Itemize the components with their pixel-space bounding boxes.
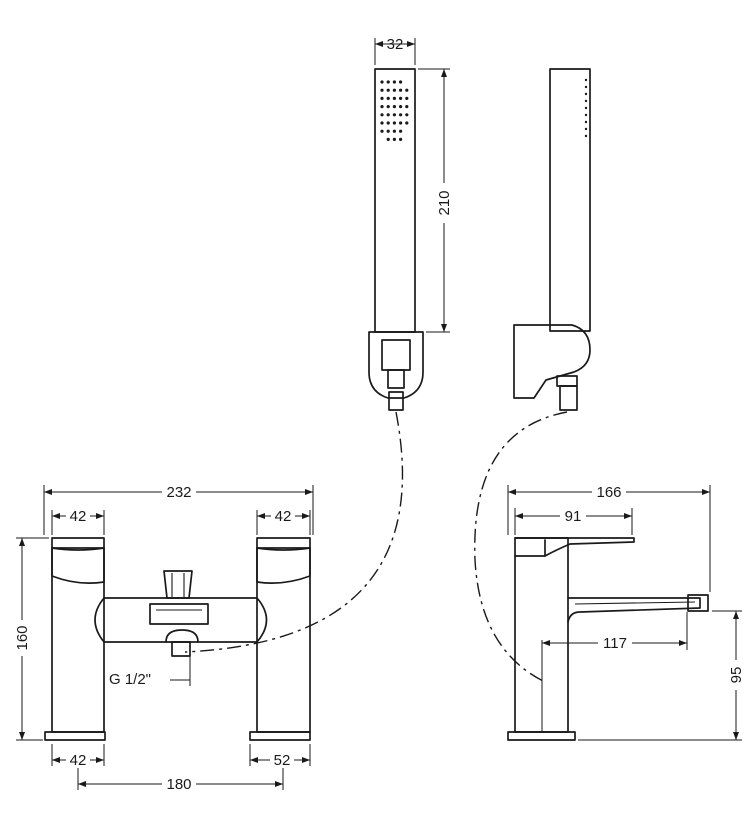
spray-nozzle-dot	[392, 129, 396, 133]
side-nozzle-dot	[584, 92, 588, 96]
spray-nozzle-dot	[386, 80, 390, 84]
dim-right-handle: 42	[275, 508, 292, 525]
side-nozzle-dot	[584, 120, 588, 124]
bracket-insert	[381, 339, 411, 371]
spray-nozzle-dot	[399, 137, 403, 141]
spray-nozzle-dot	[405, 96, 409, 100]
left-handle	[51, 547, 105, 584]
spray-nozzle-dot	[392, 121, 396, 125]
dim-centres: 180	[166, 776, 191, 793]
dim-thread-size: G 1/2"	[109, 671, 151, 688]
spray-nozzle-dot	[399, 113, 403, 117]
spray-nozzle-dot	[405, 105, 409, 109]
side-connector-upper	[556, 375, 578, 387]
hose-side	[474, 411, 568, 683]
side-nozzles	[584, 78, 588, 138]
hose-connector-upper	[387, 369, 405, 389]
spray-nozzle-dot	[392, 113, 396, 117]
spray-nozzle-dot	[405, 121, 409, 125]
side-nozzle-dot	[584, 85, 588, 89]
side-nozzle-dot	[584, 99, 588, 103]
spray-nozzle-dot	[399, 121, 403, 125]
spray-nozzle-dot	[380, 105, 384, 109]
side-nozzle-dot	[584, 106, 588, 110]
dim-spout-height: 95	[728, 667, 745, 684]
hose-connector-lower	[388, 391, 404, 411]
dim-height: 160	[14, 625, 31, 650]
spout-outlet	[149, 603, 209, 625]
side-nozzle-dot	[584, 127, 588, 131]
spray-nozzle-dot	[386, 113, 390, 117]
hose-outlet-cap	[165, 629, 199, 643]
wall-bracket-side	[513, 324, 591, 399]
spray-nozzles	[380, 80, 409, 141]
side-connector-lower	[559, 385, 578, 411]
spray-nozzle-dot	[380, 113, 384, 117]
spray-nozzle-dot	[399, 88, 403, 92]
dim-left-handle: 42	[70, 508, 87, 525]
left-column	[51, 537, 105, 733]
spray-nozzle-dot	[392, 80, 396, 84]
dim-handle-depth: 91	[565, 508, 582, 525]
side-nozzle-dot	[584, 113, 588, 117]
spray-nozzle-dot	[386, 96, 390, 100]
dim-left-base: 42	[70, 752, 87, 769]
side-spout	[567, 597, 701, 623]
handset-front-view: 32 210	[368, 36, 456, 411]
spray-nozzle-dot	[380, 129, 384, 133]
handset-side-body	[549, 68, 591, 332]
mixer-body	[94, 597, 268, 643]
side-lever	[514, 537, 635, 557]
mixer-side-view: 166 91 117 95	[507, 483, 746, 741]
handset-body	[374, 68, 416, 333]
spray-nozzle-dot	[392, 105, 396, 109]
spray-nozzle-dot	[386, 137, 390, 141]
dim-side-depth: 166	[596, 484, 621, 501]
right-base	[249, 731, 311, 741]
spray-nozzle-dot	[380, 88, 384, 92]
right-column	[256, 537, 311, 733]
spray-nozzle-dot	[386, 121, 390, 125]
dim-right-base: 52	[274, 752, 291, 769]
handset-side-view	[513, 68, 591, 411]
spray-nozzle-dot	[405, 88, 409, 92]
side-base	[507, 731, 576, 741]
spray-nozzle-dot	[392, 88, 396, 92]
spray-nozzle-dot	[399, 105, 403, 109]
spray-nozzle-dot	[380, 80, 384, 84]
spray-nozzle-dot	[380, 121, 384, 125]
diverter-knob	[163, 570, 193, 599]
spray-nozzle-dot	[386, 105, 390, 109]
hose-outlet	[171, 641, 191, 657]
spray-nozzle-dot	[386, 88, 390, 92]
right-handle	[256, 547, 311, 584]
side-nozzle-dot	[584, 134, 588, 138]
spout-tip	[687, 594, 709, 612]
spray-nozzle-dot	[386, 129, 390, 133]
wall-bracket-front	[368, 331, 424, 399]
dim-handset-width: 32	[387, 36, 404, 53]
spray-nozzle-dot	[399, 96, 403, 100]
mixer-front-view: G 1/2" 232 42 42 160	[12, 483, 314, 793]
dim-spout-reach: 117	[603, 635, 627, 652]
spray-nozzle-dot	[392, 137, 396, 141]
spray-nozzle-dot	[405, 113, 409, 117]
spray-nozzle-dot	[380, 96, 384, 100]
spray-nozzle-dot	[392, 96, 396, 100]
spray-nozzle-dot	[399, 80, 403, 84]
side-nozzle-dot	[584, 78, 588, 82]
spray-nozzle-dot	[399, 129, 403, 133]
left-base	[44, 731, 106, 741]
dim-handset-length: 210	[436, 190, 453, 215]
dim-overall-width: 232	[166, 484, 191, 501]
hose-front	[184, 411, 404, 653]
